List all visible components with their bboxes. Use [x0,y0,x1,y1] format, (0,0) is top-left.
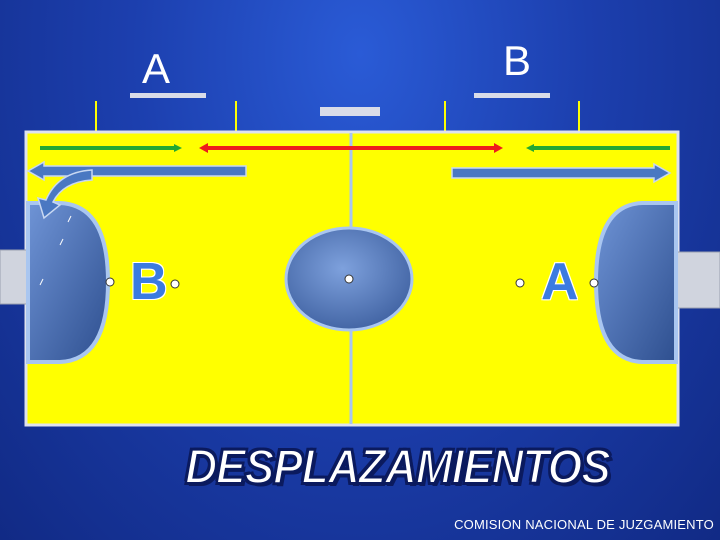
blue-arrows [26,160,672,220]
footer-credit: COMISION NACIONAL DE JUZGAMIENTO [454,517,714,532]
goal-right [675,251,720,309]
penalty-area-right [593,201,678,364]
court-label-left: B [130,253,168,311]
bench-bar-right [474,93,550,98]
dot-left-1 [105,277,115,287]
top-tick-marks [95,101,580,132]
blue-curved-arrow [36,169,93,220]
green-arrows [40,144,670,152]
penalty-area-left [26,201,111,364]
team-label-top-right: B [503,37,532,84]
red-double-arrow [199,143,503,153]
bench-bar-center [320,107,380,116]
team-label-top-left: A [142,45,171,92]
dot-right-1 [515,278,525,288]
dot-right-2 [589,278,599,288]
dot-left-2 [170,279,180,289]
blue-arrow-right [451,162,672,184]
court-label-right: A [541,253,579,311]
slide-title: DESPLAZAMIENTOS [184,440,611,495]
position-dots [105,277,599,289]
left-zone-marks [39,215,72,286]
center-spot [344,274,354,284]
bench-bar-left [130,93,206,98]
